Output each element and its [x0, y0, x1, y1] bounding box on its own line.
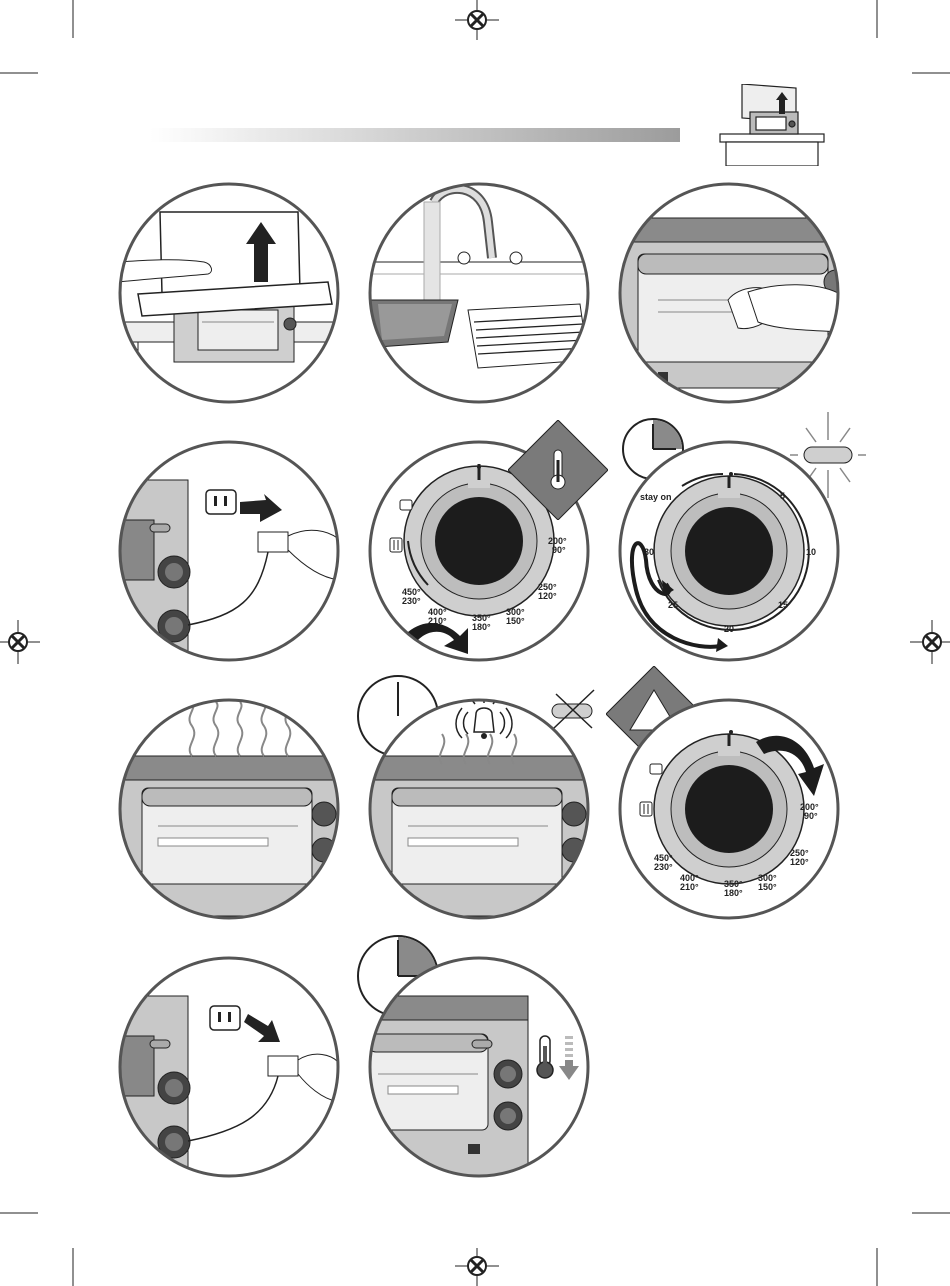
- temp-250-c: 120°: [790, 857, 809, 867]
- temp-200-c: 90°: [804, 811, 818, 821]
- temp-450-c: 230°: [402, 596, 421, 606]
- temp-400-c: 210°: [680, 882, 699, 892]
- header-gradient-bar: [150, 128, 680, 144]
- timer-min-10: 10: [806, 547, 816, 557]
- unpack-box-icon: [712, 84, 827, 166]
- step-plug-in-panel: [118, 440, 340, 662]
- timer-min-25: 25: [668, 600, 678, 610]
- step-turn-off-panel: 200° 90° 250° 120° 300° 150° 350° 180° 4…: [618, 698, 840, 920]
- timer-min-15: 15: [778, 600, 788, 610]
- timer-stay-on: stay on: [640, 492, 672, 502]
- temp-200-c: 90°: [552, 545, 566, 555]
- temp-350-c: 180°: [472, 622, 491, 632]
- temp-250-c: 120°: [538, 591, 557, 601]
- light-off-icon: [548, 686, 598, 732]
- step-preheat-panel: [118, 698, 340, 920]
- temp-350-c: 180°: [724, 888, 743, 898]
- step-wash-panel: [368, 182, 590, 404]
- step-unplug-panel: [118, 956, 340, 1178]
- registration-mark-icon: [455, 0, 499, 40]
- thermostat-icon: [508, 420, 608, 520]
- registration-mark-icon: [455, 1248, 499, 1286]
- step-unpack-panel: [118, 182, 340, 404]
- step-wipe-panel: [618, 182, 840, 404]
- timer-min-5: 5: [780, 491, 785, 501]
- timer-min-20: 20: [724, 624, 734, 634]
- cool-down-icon: [534, 1032, 584, 1082]
- step-timer-panel: stay on 5 10 15 20 25 30: [618, 440, 840, 662]
- registration-mark-icon: [910, 620, 950, 664]
- temp-300-c: 150°: [506, 616, 525, 626]
- registration-mark-icon: [0, 620, 40, 664]
- toast-icon: [640, 802, 652, 816]
- temp-450-c: 230°: [654, 862, 673, 872]
- toast-icon: [390, 538, 402, 552]
- temp-300-c: 150°: [758, 882, 777, 892]
